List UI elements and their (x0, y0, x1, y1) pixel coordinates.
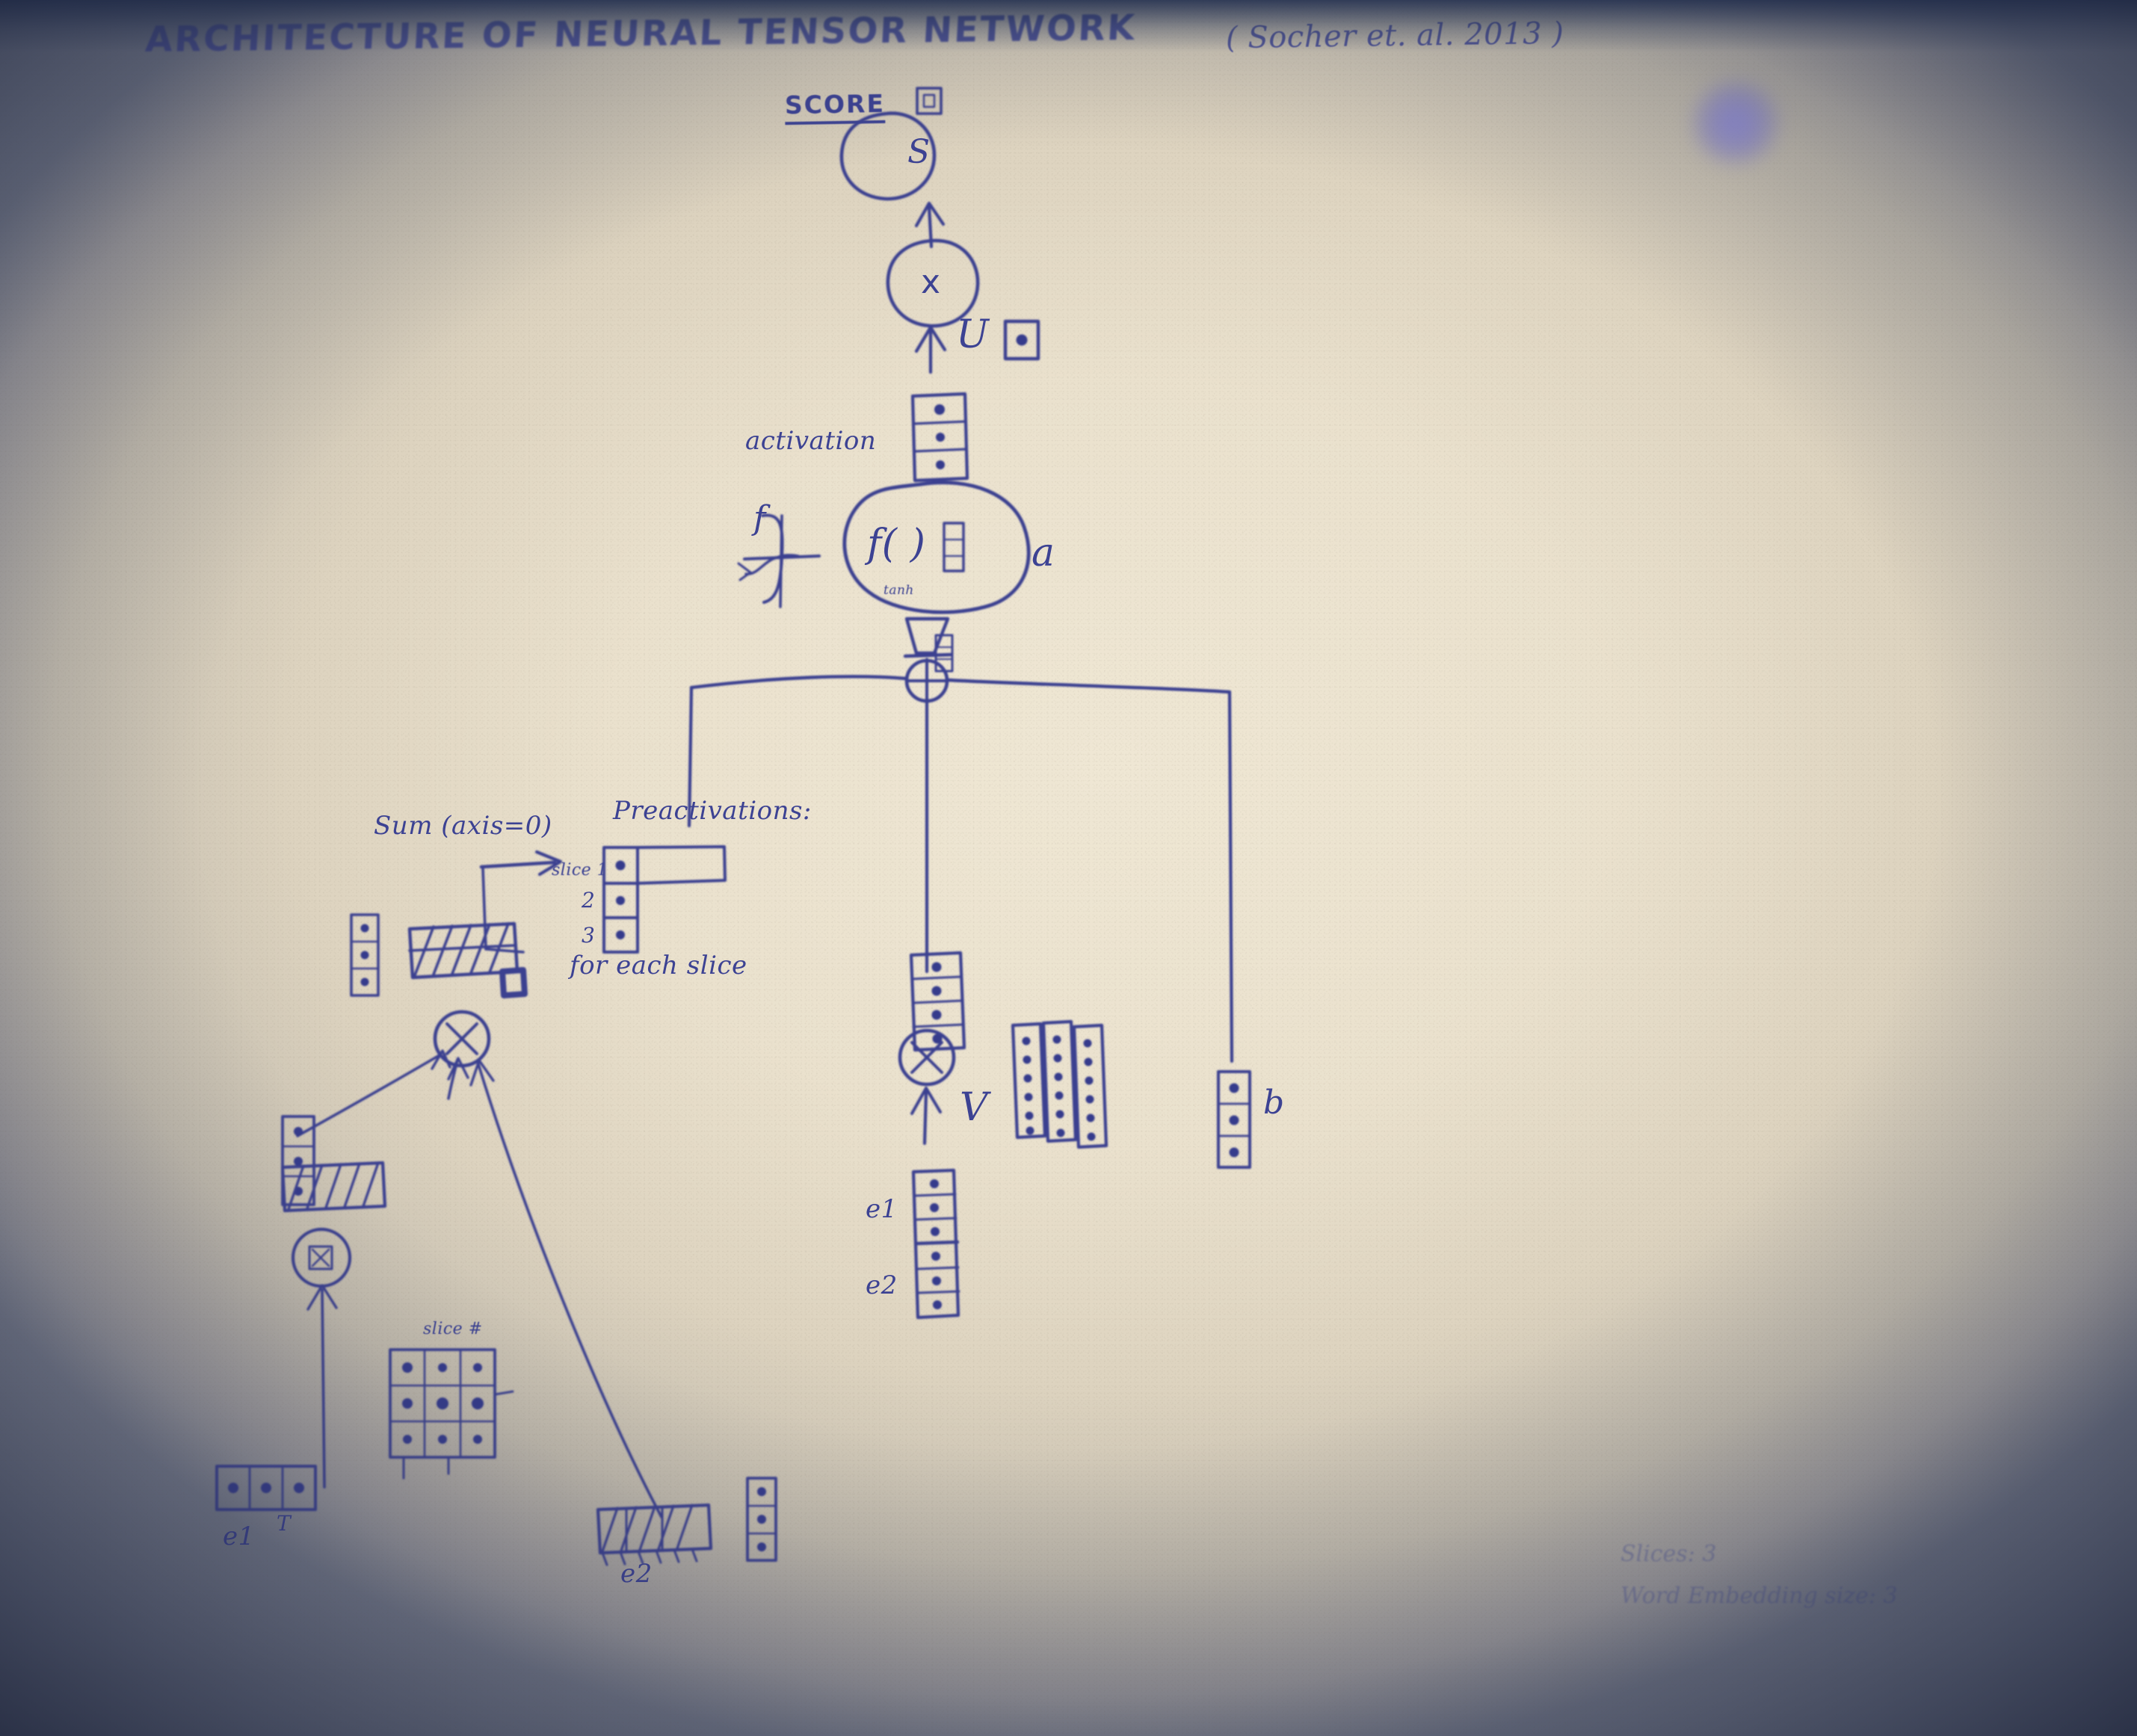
preactivations-label: Preactivations: (613, 796, 812, 826)
multiply-node-top-label: x (921, 263, 941, 301)
slice-row-label-3: 3 (582, 923, 596, 948)
activation-output-label: a (1032, 531, 1055, 575)
tanh-curve-label: f (753, 499, 766, 537)
slice-one-label: slice 1 (552, 861, 608, 880)
footnote-embedding-size: Word Embedding size: 3 (1621, 1583, 1898, 1609)
for-each-slice-label: for each slice (570, 951, 747, 980)
title-row: ARCHITECTURE OF NEURAL TENSOR NETWORK ( … (144, 7, 1715, 61)
e2-row-label: e2 (620, 1559, 653, 1589)
footnote-slices: Slices: 3 (1621, 1541, 1717, 1567)
slice-row-label-2: 2 (582, 888, 596, 912)
slice-matrix-label: slice # (423, 1320, 483, 1338)
u-weight-label: U (956, 312, 990, 357)
transpose-superscript: T (277, 1511, 292, 1536)
bias-label: b (1263, 1084, 1285, 1122)
sum-axis-label: Sum (axis=0) (374, 811, 552, 841)
score-node-label: S (907, 133, 931, 171)
e1-embedding-label: e1 (866, 1194, 898, 1224)
tanh-sublabel: tanh (884, 583, 914, 598)
e1-transpose-label: e1 (223, 1522, 255, 1551)
citation: ( Socher et. al. 2013 ) (1225, 16, 1564, 56)
e2-embedding-label: e2 (866, 1270, 898, 1300)
page-title: ARCHITECTURE OF NEURAL TENSOR NETWORK (144, 7, 1138, 61)
function-node-label: f( ) (867, 522, 926, 566)
v-weight-label: V (960, 1085, 989, 1130)
activation-label: activation (745, 426, 877, 456)
score-label: SCORE (784, 88, 886, 126)
